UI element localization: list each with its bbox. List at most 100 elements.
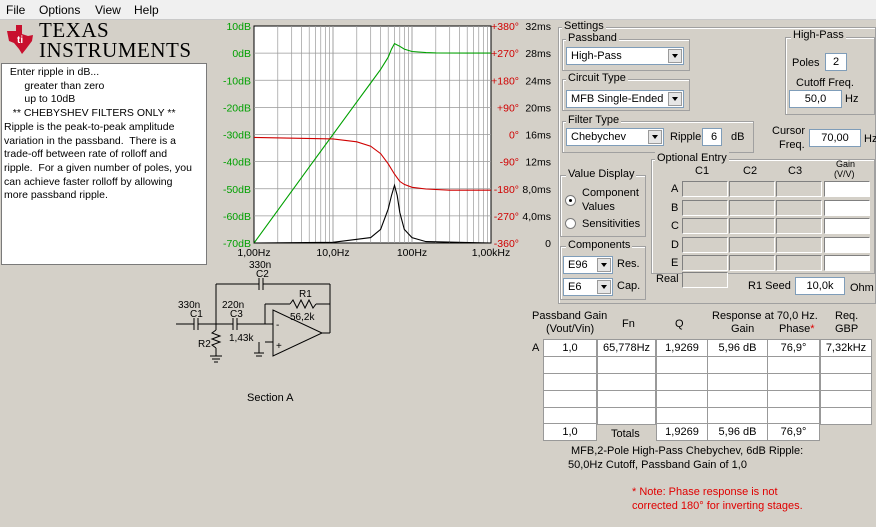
menu-view[interactable]: View xyxy=(95,3,121,17)
x-tick-label: 1,00Hz xyxy=(237,247,270,259)
cursor-unit: Hz xyxy=(864,133,876,145)
poles-input[interactable]: 2 xyxy=(825,53,847,71)
table-cell xyxy=(767,356,820,374)
y-tick-label-phase: -360° xyxy=(494,238,519,250)
r2-label: R2 xyxy=(198,339,211,350)
table-cell xyxy=(543,390,597,408)
y-tick-label-delay: 4,0ms xyxy=(522,211,551,223)
optional-entry-cell[interactable] xyxy=(682,236,728,253)
cutoff-unit: Hz xyxy=(845,93,859,105)
logo-text-1: Texas xyxy=(39,18,110,42)
y-tick-label-phase: 0° xyxy=(509,130,519,142)
logo-text-2: Instruments xyxy=(39,38,192,62)
table-cell: 5,96 dB xyxy=(707,339,768,357)
y-tick-label-db: -30dB xyxy=(223,130,251,142)
total-phase: 76,9° xyxy=(767,423,820,441)
components-title: Components xyxy=(566,239,633,251)
real-label: Real xyxy=(656,273,679,285)
y-tick-label-delay: 28ms xyxy=(525,48,551,60)
optional-entry-cell[interactable] xyxy=(729,199,775,216)
filter-type-select[interactable]: Chebychev xyxy=(566,128,664,146)
optional-entry-cell[interactable] xyxy=(729,236,775,253)
chevron-down-icon[interactable] xyxy=(597,258,611,272)
component-values-radio[interactable] xyxy=(565,195,576,206)
passband-select[interactable]: High-Pass xyxy=(566,47,684,65)
svg-text:ti: ti xyxy=(17,35,23,46)
col-c3: C3 xyxy=(788,165,803,177)
y-tick-label-db: -10dB xyxy=(223,75,251,87)
sensitivities-radio[interactable] xyxy=(565,218,576,229)
circuit-type-value: MFB Single-Ended xyxy=(571,93,664,105)
y-tick-label-delay: 32ms xyxy=(525,21,551,33)
r1-seed-unit: Ohm xyxy=(850,282,874,294)
optional-entry-cell[interactable] xyxy=(682,199,728,216)
th-gbp: GBP xyxy=(835,323,859,335)
optional-entry-cell[interactable] xyxy=(682,218,728,234)
ti-logo: ti Texas Instruments xyxy=(3,18,193,62)
col-gain: Gain xyxy=(836,159,856,169)
chevron-down-icon[interactable] xyxy=(648,130,662,144)
opamp-plus: + xyxy=(276,341,282,352)
capacitor-label: Cap. xyxy=(617,280,641,292)
optional-entry-cell[interactable] xyxy=(729,181,775,197)
resistor-series-select[interactable]: E96 xyxy=(563,256,613,274)
y-tick-label-phase: -90° xyxy=(500,157,519,169)
r1-seed-label: R1 Seed xyxy=(748,280,791,292)
real-cell[interactable] xyxy=(682,272,728,288)
table-cell xyxy=(767,373,820,391)
optional-entry-cell[interactable] xyxy=(776,255,822,271)
table-cell xyxy=(707,390,768,408)
optional-entry-cell[interactable] xyxy=(729,255,775,271)
chevron-down-icon[interactable] xyxy=(668,92,682,106)
optional-entry-cell[interactable] xyxy=(682,255,728,271)
optional-row-label: E xyxy=(671,257,679,269)
y-tick-label-phase: +380° xyxy=(491,21,519,33)
chevron-down-icon[interactable] xyxy=(668,49,682,63)
table-cell: 76,9° xyxy=(767,339,820,357)
optional-entry-cell[interactable] xyxy=(776,236,822,253)
th-passband-gain: Passband Gain xyxy=(532,310,608,322)
help-line: more passband ripple. xyxy=(4,189,108,202)
optional-entry-cell[interactable] xyxy=(776,218,822,234)
circuit-type-select[interactable]: MFB Single-Ended xyxy=(566,90,684,108)
optional-entry-cell[interactable] xyxy=(776,181,822,197)
resistor-label: Res. xyxy=(617,258,640,270)
help-line: ripple. For a given number of poles, you xyxy=(4,161,192,174)
optional-entry-cell[interactable] xyxy=(729,218,775,234)
y-tick-label-phase: +270° xyxy=(491,48,519,60)
y-tick-label-db: -60dB xyxy=(223,211,251,223)
x-tick-label: 100Hz xyxy=(397,247,427,259)
ripple-label: Ripple xyxy=(670,131,702,143)
x-tick-label: 10,0Hz xyxy=(316,247,349,259)
chevron-down-icon[interactable] xyxy=(597,280,611,294)
optional-entry-cell[interactable] xyxy=(824,181,870,197)
capacitor-series-value: E6 xyxy=(568,281,582,293)
y-tick-label-delay: 20ms xyxy=(525,102,551,114)
cutoff-input[interactable]: 50,0 xyxy=(789,90,842,108)
capacitor-series-select[interactable]: E6 xyxy=(563,278,613,296)
optional-entry-cell[interactable] xyxy=(824,255,870,271)
th-phase-text: Phase xyxy=(779,323,811,335)
y-tick-label-delay: 8,0ms xyxy=(522,184,551,196)
help-line: ** CHEBYSHEV FILTERS ONLY ** xyxy=(4,107,176,120)
resistor-series-value: E96 xyxy=(568,259,588,271)
menu-options[interactable]: Options xyxy=(39,3,81,17)
table-cell xyxy=(543,373,597,391)
r1-seed-input[interactable]: 10,0k xyxy=(795,277,845,295)
optional-entry-cell[interactable] xyxy=(824,236,870,253)
ripple-input[interactable]: 6 xyxy=(702,128,722,146)
y-tick-label-delay: 16ms xyxy=(525,130,551,142)
highpass-title: High-Pass xyxy=(791,29,846,41)
optional-entry-cell[interactable] xyxy=(776,199,822,216)
optional-entry-cell[interactable] xyxy=(824,218,870,234)
optional-entry-cell[interactable] xyxy=(682,181,728,197)
cursor-freq-input[interactable]: 70,00 xyxy=(809,129,861,147)
cutoff-label: Cutoff Freq. xyxy=(796,77,854,89)
menu-help[interactable]: Help xyxy=(134,3,159,17)
component-values-label-1: Component xyxy=(582,187,639,199)
y-tick-label-db: -20dB xyxy=(223,102,251,114)
menu-file[interactable]: File xyxy=(6,3,26,17)
help-text-box: Enter ripple in dB... greater than zero … xyxy=(1,63,207,265)
col-c1: C1 xyxy=(695,165,710,177)
optional-entry-cell[interactable] xyxy=(824,199,870,216)
